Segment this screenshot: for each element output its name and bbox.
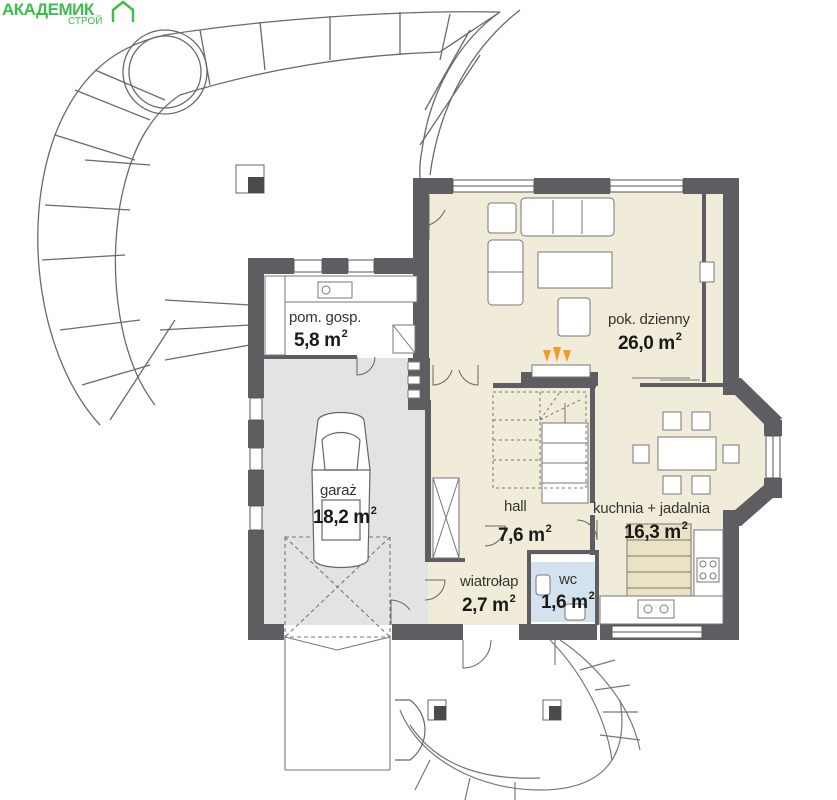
windows [249,179,781,639]
room-area-garage: 18,2 m2 [313,505,377,528]
logo-brand: АКАДЕМИК [2,0,94,19]
kitchen [599,523,724,625]
room-label-kitchen-dining: kuchnia + jadalnia [593,500,710,517]
room-label-living: pok. dzienny [608,311,690,328]
room-area-vestibule: 2,7 m2 [462,593,516,616]
entrance-pillars [427,699,562,721]
wc-fixtures [535,574,586,621]
room-area-wc: 1,6 m2 [541,590,595,613]
dining-set [632,411,740,495]
doors [356,195,598,669]
exterior-terrace [37,9,521,426]
utility-fixtures [264,275,460,559]
room-label-vestibule: wiatrołap [460,573,519,590]
logo-house-icon [111,0,135,22]
fireplace [531,347,591,378]
living-room-furniture [487,197,715,381]
terrace-pillar [235,164,265,194]
room-label-wc: wc [559,571,577,588]
logo-subtitle: СТРОЙ [68,16,103,27]
entrance-steps [395,639,641,800]
room-label-garage: garaż [320,482,357,499]
room-label-utility: pom. gosp. [289,309,362,326]
room-area-hall: 7,6 m2 [498,523,552,546]
room-area-utility: 5,8 m2 [294,328,348,351]
room-area-living: 26,0 m2 [618,331,682,354]
car [311,411,371,569]
room-area-kitchen-dining: 16,3 m2 [624,520,688,543]
room-label-hall: hall [504,498,527,515]
staircase [492,391,589,504]
